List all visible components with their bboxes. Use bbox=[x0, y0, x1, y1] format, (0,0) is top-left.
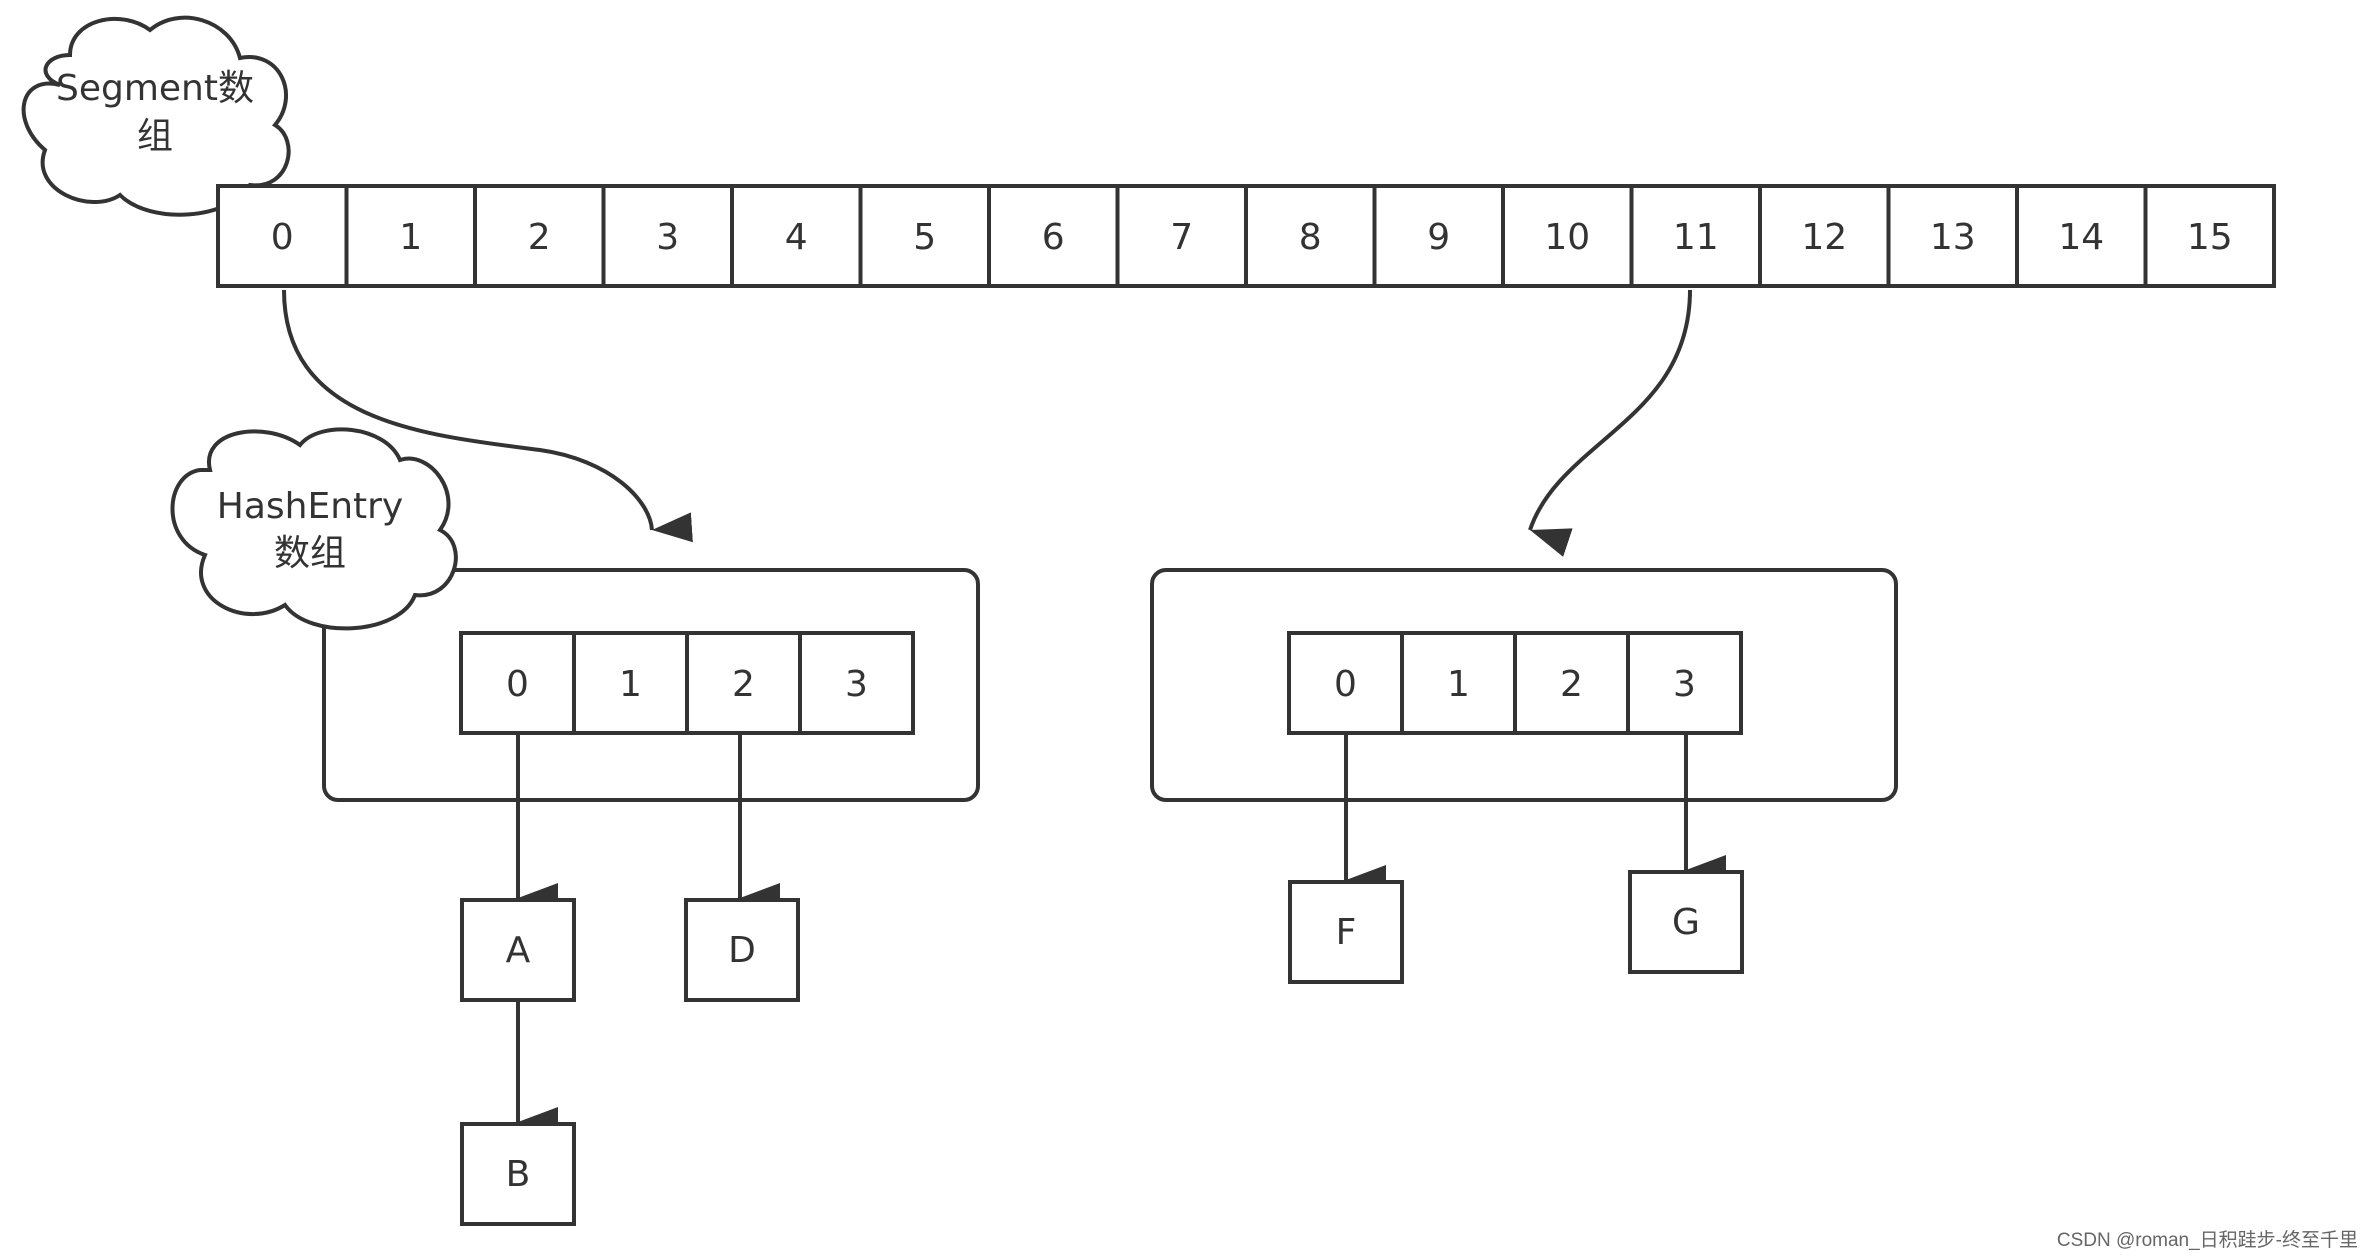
right-hashentry-cell-box bbox=[1287, 631, 1404, 735]
right-hashentry-cell-label: 0 bbox=[1334, 664, 1357, 705]
segment-cell-label: 8 bbox=[1299, 217, 1322, 258]
segment-cell-box bbox=[601, 184, 734, 288]
left-hashentry-cell-2: 2 bbox=[685, 631, 802, 735]
segment-cloud: Segment数 组 bbox=[21, 15, 291, 217]
node-d-label: D bbox=[728, 930, 756, 971]
segment-cell-box bbox=[216, 184, 349, 288]
right-hashentry-array: 0 1 2 3 bbox=[1287, 631, 1743, 735]
segment-cell-label: 14 bbox=[2058, 217, 2104, 258]
segment-cell-14: 14 bbox=[2015, 184, 2148, 288]
segment-cell-0: 0 bbox=[216, 184, 349, 288]
left-hashentry-cell-box bbox=[798, 631, 915, 735]
segment-cloud-line1: Segment数 bbox=[56, 68, 254, 109]
right-hashentry-cell-label: 1 bbox=[1447, 664, 1470, 705]
left-hashentry-cell-0: 0 bbox=[459, 631, 576, 735]
left-hashentry-cell-label: 1 bbox=[619, 664, 642, 705]
segment-cell-label: 1 bbox=[399, 217, 422, 258]
segment-cell-box bbox=[1629, 184, 1762, 288]
left-hashentry-array: 0 1 2 3 bbox=[459, 631, 915, 735]
segment-cell-label: 0 bbox=[271, 217, 294, 258]
right-hashentry-cell-box bbox=[1626, 631, 1743, 735]
left-hashentry-cell-box bbox=[459, 631, 576, 735]
right-hashentry-cell-label: 2 bbox=[1560, 664, 1583, 705]
left-hashentry-cell-3: 3 bbox=[798, 631, 915, 735]
hashentry-cloud-shape bbox=[170, 427, 458, 631]
segment-0-to-left-table-arrow bbox=[282, 289, 693, 543]
left-hashentry-cell-1: 1 bbox=[572, 631, 689, 735]
segment-cell-label: 7 bbox=[1170, 217, 1193, 258]
segment-cell-box bbox=[858, 184, 991, 288]
left-hashentry-cell-label: 2 bbox=[732, 664, 755, 705]
segment-cell-label: 3 bbox=[656, 217, 679, 258]
segment-cell-4: 4 bbox=[730, 184, 863, 288]
right-hashentry-cell-2: 2 bbox=[1513, 631, 1630, 735]
segment-cell-box bbox=[1115, 184, 1248, 288]
segment-cell-10: 10 bbox=[1501, 184, 1634, 288]
node-f: F bbox=[1288, 880, 1404, 984]
node-d: D bbox=[684, 898, 800, 1002]
segment-cell-7: 7 bbox=[1115, 184, 1248, 288]
segment-cell-15: 15 bbox=[2143, 184, 2276, 288]
segment-cell-13: 13 bbox=[1886, 184, 2019, 288]
segment-cell-8: 8 bbox=[1244, 184, 1377, 288]
segment-cell-box bbox=[1886, 184, 2019, 288]
node-g-label: G bbox=[1672, 902, 1700, 943]
segment-cell-6: 6 bbox=[987, 184, 1120, 288]
segment-cell-box bbox=[1372, 184, 1505, 288]
segment-cell-label: 5 bbox=[913, 217, 936, 258]
segment-cell-label: 2 bbox=[528, 217, 551, 258]
segment-cell-2: 2 bbox=[473, 184, 606, 288]
segment-cell-1: 1 bbox=[344, 184, 477, 288]
left-hashentry-cell-box bbox=[685, 631, 802, 735]
node-a: A bbox=[460, 898, 576, 1002]
segment-cloud-shape bbox=[21, 15, 291, 217]
node-b-label: B bbox=[506, 1154, 531, 1195]
segment-cell-box bbox=[730, 184, 863, 288]
segment-cell-label: 9 bbox=[1427, 217, 1450, 258]
right-hashentry-cell-box bbox=[1513, 631, 1630, 735]
segment-cloud-line2: 组 bbox=[137, 116, 173, 157]
hashentry-cloud: HashEntry 数组 bbox=[170, 427, 458, 631]
segment-cell-box bbox=[1501, 184, 1634, 288]
segment-cell-label: 10 bbox=[1544, 217, 1590, 258]
segment-cell-label: 15 bbox=[2187, 217, 2233, 258]
segment-cell-box bbox=[2143, 184, 2276, 288]
node-b: B bbox=[460, 1122, 576, 1226]
segment-cell-label: 6 bbox=[1042, 217, 1065, 258]
right-hashentry-cell-label: 3 bbox=[1673, 664, 1696, 705]
node-g: G bbox=[1628, 870, 1744, 974]
segment-cell-11: 11 bbox=[1629, 184, 1762, 288]
segment-11-to-right-table-arrow bbox=[1528, 289, 1692, 557]
segment-cell-label: 12 bbox=[1801, 217, 1847, 258]
right-hashentry-cell-1: 1 bbox=[1400, 631, 1517, 735]
segment-cell-9: 9 bbox=[1372, 184, 1505, 288]
segment-cell-label: 13 bbox=[1930, 217, 1976, 258]
left-hashentry-cell-label: 3 bbox=[845, 664, 868, 705]
node-f-label: F bbox=[1336, 912, 1357, 953]
hashentry-cloud-line1: HashEntry bbox=[217, 486, 404, 527]
node-a-label: A bbox=[506, 930, 531, 971]
segment-cell-3: 3 bbox=[601, 184, 734, 288]
right-hashentry-cell-box bbox=[1400, 631, 1517, 735]
segment-cell-label: 4 bbox=[785, 217, 808, 258]
right-hashentry-cell-0: 0 bbox=[1287, 631, 1404, 735]
left-hashentry-cell-label: 0 bbox=[506, 664, 529, 705]
hashentry-cloud-line2: 数组 bbox=[274, 533, 346, 574]
right-hashentry-cell-3: 3 bbox=[1626, 631, 1743, 735]
segment-cell-5: 5 bbox=[858, 184, 991, 288]
segment-cell-box bbox=[987, 184, 1120, 288]
segment-cell-box bbox=[2015, 184, 2148, 288]
segment-cell-12: 12 bbox=[1758, 184, 1891, 288]
segment-cell-label: 11 bbox=[1673, 217, 1719, 258]
segment-cell-box bbox=[473, 184, 606, 288]
csdn-watermark: CSDN @roman_日积跬步-终至千里 bbox=[2057, 1229, 2358, 1251]
